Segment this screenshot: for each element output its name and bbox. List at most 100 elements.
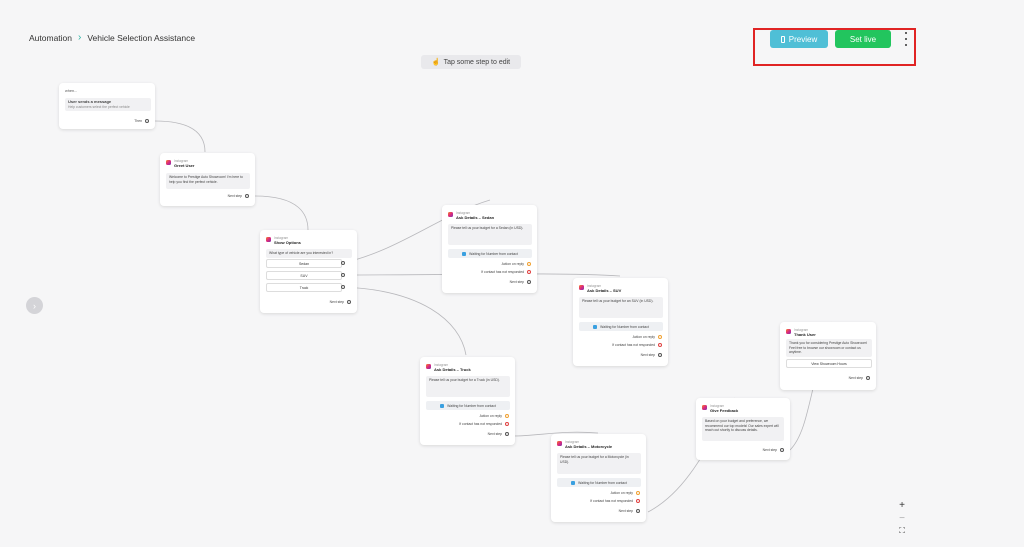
moto-reply-label: Action on reply bbox=[610, 491, 633, 495]
trigger-node[interactable]: when... User sends a message Help custom… bbox=[59, 83, 155, 129]
truck-reply-handle[interactable] bbox=[505, 414, 509, 418]
greet-message: Welcome to Prestige Auto Showroom! I'm h… bbox=[166, 173, 250, 189]
suv-next-label: Next step bbox=[640, 353, 655, 357]
sedan-title: Ask Details – Sedan bbox=[456, 215, 495, 220]
suv-platform: Instagram bbox=[587, 284, 602, 288]
truck-reply-label: Action on reply bbox=[479, 414, 502, 418]
sedan-reply-handle[interactable] bbox=[527, 262, 531, 266]
sedan-next-handle[interactable] bbox=[527, 280, 531, 284]
instagram-icon bbox=[426, 364, 431, 369]
moto-next-handle[interactable] bbox=[636, 509, 640, 513]
greet-next-handle[interactable] bbox=[245, 194, 249, 198]
waiting-icon bbox=[440, 403, 445, 408]
zoom-out-button[interactable]: − bbox=[899, 512, 905, 524]
truck-handle[interactable] bbox=[341, 285, 345, 289]
suv-reply-handle[interactable] bbox=[658, 335, 662, 339]
sidebar-toggle-button[interactable]: › bbox=[26, 297, 43, 314]
waiting-icon bbox=[593, 324, 598, 329]
truck-next-row: Next step bbox=[488, 432, 509, 436]
suv-waiting-label: Waiting for Number from contact bbox=[600, 324, 649, 329]
moto-noresp-row: If contact has not responded bbox=[590, 499, 640, 503]
moto-noresp-handle[interactable] bbox=[636, 499, 640, 503]
breadcrumb-root[interactable]: Automation bbox=[29, 32, 72, 43]
more-options-icon[interactable] bbox=[902, 32, 910, 46]
truck-noresp-handle[interactable] bbox=[505, 422, 509, 426]
truck-message: Please tell us your budget for a Truck (… bbox=[426, 376, 510, 397]
suv-reply-row: Action on reply bbox=[633, 335, 662, 339]
waiting-icon bbox=[571, 480, 576, 485]
truck-platform: Instagram bbox=[434, 363, 449, 367]
trigger-card: User sends a message Help customers sele… bbox=[65, 98, 151, 111]
sedan-next-row: Next step bbox=[510, 280, 531, 284]
truck-title: Ask Details – Truck bbox=[434, 367, 471, 372]
instagram-icon bbox=[579, 285, 584, 290]
suv-next-handle[interactable] bbox=[658, 353, 662, 357]
suv-noresp-row: If contact has not responded bbox=[612, 343, 662, 347]
zoom-in-button[interactable]: + bbox=[899, 499, 905, 511]
suv-reply-label: Action on reply bbox=[632, 335, 655, 339]
truck-waiting-label: Waiting for Number from contact bbox=[447, 403, 496, 408]
suv-handle[interactable] bbox=[341, 273, 345, 277]
moto-reply-handle[interactable] bbox=[636, 491, 640, 495]
suv-waiting: Waiting for Number from contact bbox=[579, 322, 663, 331]
sedan-next-label: Next step bbox=[509, 280, 524, 284]
instagram-icon bbox=[266, 237, 271, 242]
hand-icon: ☝ bbox=[431, 59, 441, 66]
edit-hint: ☝ Tap some step to edit bbox=[421, 55, 521, 69]
feedback-next-row: Next step bbox=[763, 448, 784, 452]
option-truck[interactable]: Truck bbox=[266, 283, 342, 292]
waiting-icon bbox=[462, 251, 467, 256]
view-showroom-button[interactable]: View Showroom Hours bbox=[786, 359, 872, 368]
sedan-reply-row: Action on reply bbox=[502, 262, 531, 266]
options-title: Show Options bbox=[274, 240, 301, 245]
suv-next-row: Next step bbox=[641, 353, 662, 357]
thanks-next-handle[interactable] bbox=[866, 376, 870, 380]
suv-noresp-handle[interactable] bbox=[658, 343, 662, 347]
option-suv[interactable]: SUV bbox=[266, 271, 342, 280]
sedan-handle[interactable] bbox=[341, 261, 345, 265]
thanks-next-row: Next step bbox=[849, 376, 870, 380]
moto-reply-row: Action on reply bbox=[611, 491, 640, 495]
highlight-box bbox=[753, 28, 916, 66]
moto-waiting-label: Waiting for Number from contact bbox=[578, 480, 627, 485]
truck-noresp-label: If contact has not responded bbox=[459, 422, 502, 426]
preview-button[interactable]: Preview bbox=[770, 30, 828, 48]
trigger-title: User sends a message bbox=[68, 99, 112, 104]
truck-noresp-row: If contact has not responded bbox=[459, 422, 509, 426]
breadcrumb: Automation › Vehicle Selection Assistanc… bbox=[29, 32, 195, 43]
option-sedan[interactable]: Sedan bbox=[266, 259, 342, 268]
sedan-message: Please tell us your budget for a Sedan (… bbox=[448, 224, 532, 245]
options-next-handle[interactable] bbox=[347, 300, 351, 304]
thanks-platform: Instagram bbox=[794, 328, 809, 332]
then-handle[interactable] bbox=[145, 119, 149, 123]
greet-title: Greet User bbox=[174, 163, 195, 168]
feedback-message: Based on your budget and preference, we … bbox=[702, 417, 784, 441]
fit-view-icon[interactable]: ⛶ bbox=[899, 526, 905, 535]
moto-next-row: Next step bbox=[619, 509, 640, 513]
moto-waiting: Waiting for Number from contact bbox=[557, 478, 641, 487]
suv-message: Please tell us your budget for an SUV (i… bbox=[579, 297, 663, 318]
instagram-icon bbox=[557, 441, 562, 446]
feedback-next-handle[interactable] bbox=[780, 448, 784, 452]
set-live-button[interactable]: Set live bbox=[835, 30, 891, 48]
moto-next-label: Next step bbox=[618, 509, 633, 513]
sedan-noresp-handle[interactable] bbox=[527, 270, 531, 274]
truck-next-handle[interactable] bbox=[505, 432, 509, 436]
options-question: What type of vehicle are you interested … bbox=[266, 249, 352, 258]
instagram-icon bbox=[166, 160, 171, 165]
trigger-subtitle: Help customers select the perfect vehicl… bbox=[68, 104, 130, 109]
moto-title: Ask Details – Motorcycle bbox=[565, 444, 613, 449]
instagram-icon bbox=[786, 329, 791, 334]
